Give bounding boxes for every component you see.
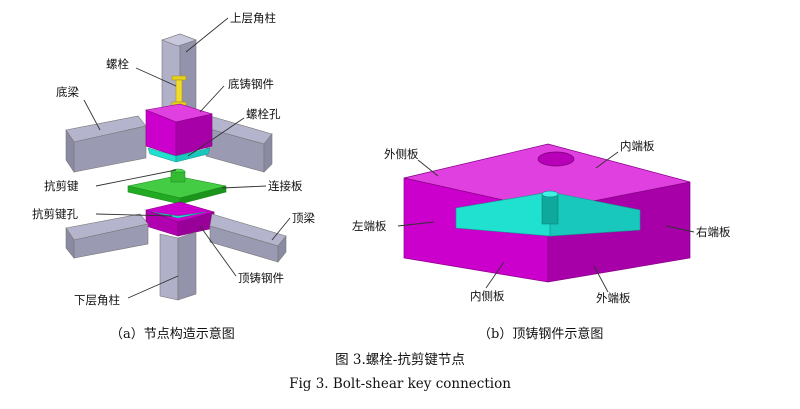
- label-bottom-beam: 底梁: [56, 85, 79, 99]
- figure-caption-zh: 图 3.螺栓-抗剪键节点: [335, 352, 465, 368]
- subcaption-b: （b）顶铸钢件示意图: [478, 326, 603, 342]
- bolt-hole-icon: [537, 151, 575, 167]
- label-connecting-plate: 连接板: [268, 179, 303, 193]
- label-top-beam: 顶梁: [292, 211, 315, 225]
- label-lower-column: 下层角柱: [74, 293, 120, 307]
- leader-lines-a: [83, 17, 291, 299]
- label-left-end-plate: 左端板: [352, 219, 387, 233]
- diagram-top-casting: 外侧板 内端板 左端板 右端板 内侧板 外端板: [352, 139, 731, 305]
- label-shear-key: 抗剪键: [44, 179, 79, 193]
- shear-key-hole-icon: [541, 193, 559, 225]
- label-outer-end-plate: 外端板: [596, 291, 631, 305]
- label-shear-key-hole: 抗剪键孔: [32, 207, 78, 221]
- leader-lines-b: [397, 151, 695, 293]
- bottom-beam-right: [205, 115, 273, 173]
- label-right-end-plate: 右端板: [696, 225, 731, 239]
- diagram-node-assembly: 上层角柱 螺栓 底梁 底铸钢件 螺栓孔 抗剪键 连接板 抗剪键孔 顶梁 顶铸钢件…: [32, 11, 315, 307]
- lower-column: [159, 231, 197, 301]
- label-bolt: 螺栓: [106, 57, 129, 71]
- label-inner-side-plate: 内侧板: [470, 289, 505, 303]
- top-casting: [144, 201, 216, 237]
- label-bottom-casting: 底铸钢件: [228, 77, 274, 91]
- top-beam-left: [65, 213, 149, 259]
- figure-caption-en: Fig 3. Bolt-shear key connection: [289, 376, 511, 392]
- bottom-casting: [144, 103, 214, 163]
- bottom-beam-left: [65, 115, 147, 173]
- label-inner-end-plate: 内端板: [620, 139, 655, 153]
- label-upper-column: 上层角柱: [230, 11, 276, 25]
- connecting-plate: [127, 168, 227, 205]
- label-bolt-hole: 螺栓孔: [246, 107, 281, 121]
- label-outer-side-plate: 外侧板: [384, 147, 419, 161]
- label-top-casting: 顶铸钢件: [238, 271, 284, 285]
- subcaption-a: （a）节点构造示意图: [110, 326, 235, 342]
- top-beam-right: [209, 213, 287, 263]
